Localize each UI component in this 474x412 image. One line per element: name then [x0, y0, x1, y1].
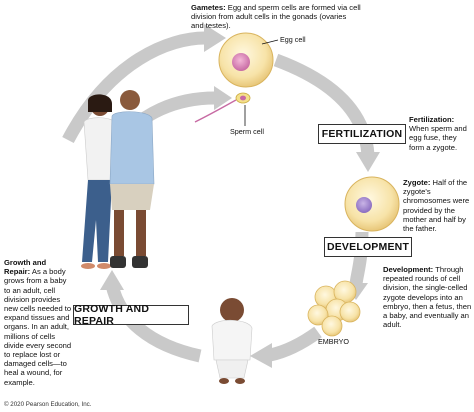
embryo-illustration — [307, 280, 361, 337]
fertilization-stage-box: FERTILIZATION — [318, 124, 406, 144]
gametes-title: Gametes: — [191, 3, 226, 12]
embryo-label: EMBRYO — [318, 337, 350, 346]
development-description: Development: Through repeated rounds of … — [383, 265, 473, 329]
growth-repair-description: Growth and Repair: As a body grows from … — [4, 258, 72, 387]
arrow-baby-to-adult — [105, 283, 202, 363]
zygote-text: Half of the zygote's chromosomes were pr… — [403, 178, 470, 234]
copyright-notice: © 2020 Pearson Education, Inc. — [4, 401, 92, 408]
fertilization-description: Fertilization: When sperm and egg fuse, … — [409, 115, 473, 152]
adult-couple-illustration — [81, 90, 155, 269]
fertilization-text: When sperm and egg fuse, they form a zyg… — [409, 124, 467, 152]
arrow-adult-to-egg — [62, 31, 206, 144]
growth-and-repair-stage-box: GROWTH AND REPAIR — [73, 303, 189, 327]
sperm-cell-illustration — [194, 92, 251, 126]
growth-repair-text: As a body grows from a baby to an adult,… — [4, 267, 72, 387]
development-title: Development: — [383, 265, 434, 274]
gametes-text: Egg and sperm cells are formed via cell … — [191, 3, 361, 31]
gametes-description: Gametes: Egg and sperm cells are formed … — [191, 3, 361, 31]
development-stage-label: DEVELOPMENT — [326, 241, 410, 253]
fertilization-stage-label: FERTILIZATION — [321, 128, 403, 140]
development-text: Through repeated rounds of cell division… — [383, 265, 472, 330]
development-stage-box: DEVELOPMENT — [324, 237, 412, 257]
zygote-illustration — [344, 176, 400, 232]
egg-cell-illustration — [218, 32, 279, 88]
sperm-cell-label: Sperm cell — [230, 127, 264, 136]
egg-cell-label: Egg cell — [280, 35, 306, 44]
arrow-heads — [100, 24, 380, 368]
baby-illustration — [211, 298, 253, 384]
fertilization-title: Fertilization: — [409, 115, 455, 124]
zygote-description: Zygote: Half of the zygote's chromosomes… — [403, 178, 473, 233]
growth-and-repair-stage-label: GROWTH AND REPAIR — [74, 303, 150, 327]
arrow-embryo-to-baby — [268, 326, 322, 362]
zygote-title: Zygote: — [403, 178, 431, 187]
growth-repair-title: Growth and Repair: — [4, 258, 47, 277]
